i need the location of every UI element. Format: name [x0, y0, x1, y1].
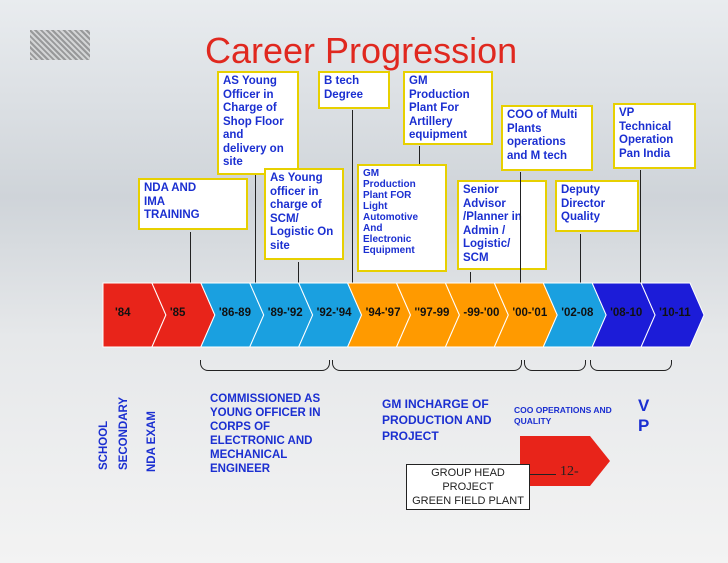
page-title: Career Progression — [205, 30, 518, 71]
connector — [520, 172, 521, 284]
arrow-line — [528, 474, 556, 475]
bracket-coo — [524, 360, 586, 371]
card-gm-light: GM Production Plant FOR Light Automotive… — [357, 164, 447, 272]
card-shop-floor: AS Young Officer in Charge of Shop Floor… — [217, 71, 299, 175]
bracket-early — [200, 360, 330, 371]
card-gm-artillery: GM Production Plant For Artillery equipm… — [403, 71, 493, 145]
timeline-label: '02-08 — [561, 307, 594, 319]
connector — [580, 234, 581, 284]
connector — [298, 262, 299, 284]
card-coo-multi: COO of Multi Plants operations and M tec… — [501, 105, 593, 171]
timeline-label: '10-11 — [659, 307, 691, 319]
timeline-label: '08-10 — [610, 307, 643, 319]
card-senior-advisor: Senior Advisor /Planner in Admin / Logis… — [457, 180, 547, 270]
secondary-label: SECONDARY — [118, 396, 130, 470]
connector — [419, 146, 420, 164]
connector — [352, 110, 353, 283]
vp-text: V P — [638, 396, 650, 435]
connector — [190, 232, 191, 284]
timeline-label: '84 — [115, 307, 131, 319]
timeline-label: '94-'97 — [365, 307, 401, 319]
timeline-label: '89-'92 — [267, 307, 303, 319]
timeline-label: '86-89 — [218, 307, 251, 319]
timeline-label: '92-'94 — [316, 307, 352, 319]
gm-incharge-text: GM INCHARGE OF PRODUCTION AND PROJECT — [382, 397, 492, 443]
card-deputy-director: Deputy Director Quality — [555, 180, 639, 232]
commissioned-text: COMMISSIONED AS YOUNG OFFICER IN CORPS O… — [210, 393, 321, 475]
card-btech: B tech Degree — [318, 71, 390, 109]
corner-decoration — [30, 30, 90, 60]
timeline-label: ''97-99 — [414, 307, 450, 319]
bracket-gm — [332, 360, 522, 371]
timeline-label: '00-'01 — [512, 307, 548, 319]
card-vp-tech: VP Technical Operation Pan India — [613, 103, 696, 169]
school-label: SCHOOL — [98, 420, 110, 470]
nda-exam-label: NDA EXAM — [146, 411, 158, 472]
page-number: 12- — [560, 464, 579, 479]
timeline-label: '85 — [169, 307, 186, 319]
connector — [255, 175, 256, 283]
coo-ops-text: COO OPERATIONS AND QUALITY — [514, 405, 612, 426]
red-arrow — [520, 436, 610, 486]
timeline-chevron — [640, 282, 705, 348]
group-head-box: GROUP HEAD PROJECT GREEN FIELD PLANT — [406, 464, 530, 510]
card-nda-ima: NDA AND IMA TRAINING — [138, 178, 248, 230]
card-scm-logistic: As Young officer in charge of SCM/ Logis… — [264, 168, 344, 260]
bracket-vp — [590, 360, 672, 371]
timeline-label: -99-'00 — [463, 307, 500, 319]
connector — [640, 170, 641, 284]
connector — [470, 272, 471, 284]
